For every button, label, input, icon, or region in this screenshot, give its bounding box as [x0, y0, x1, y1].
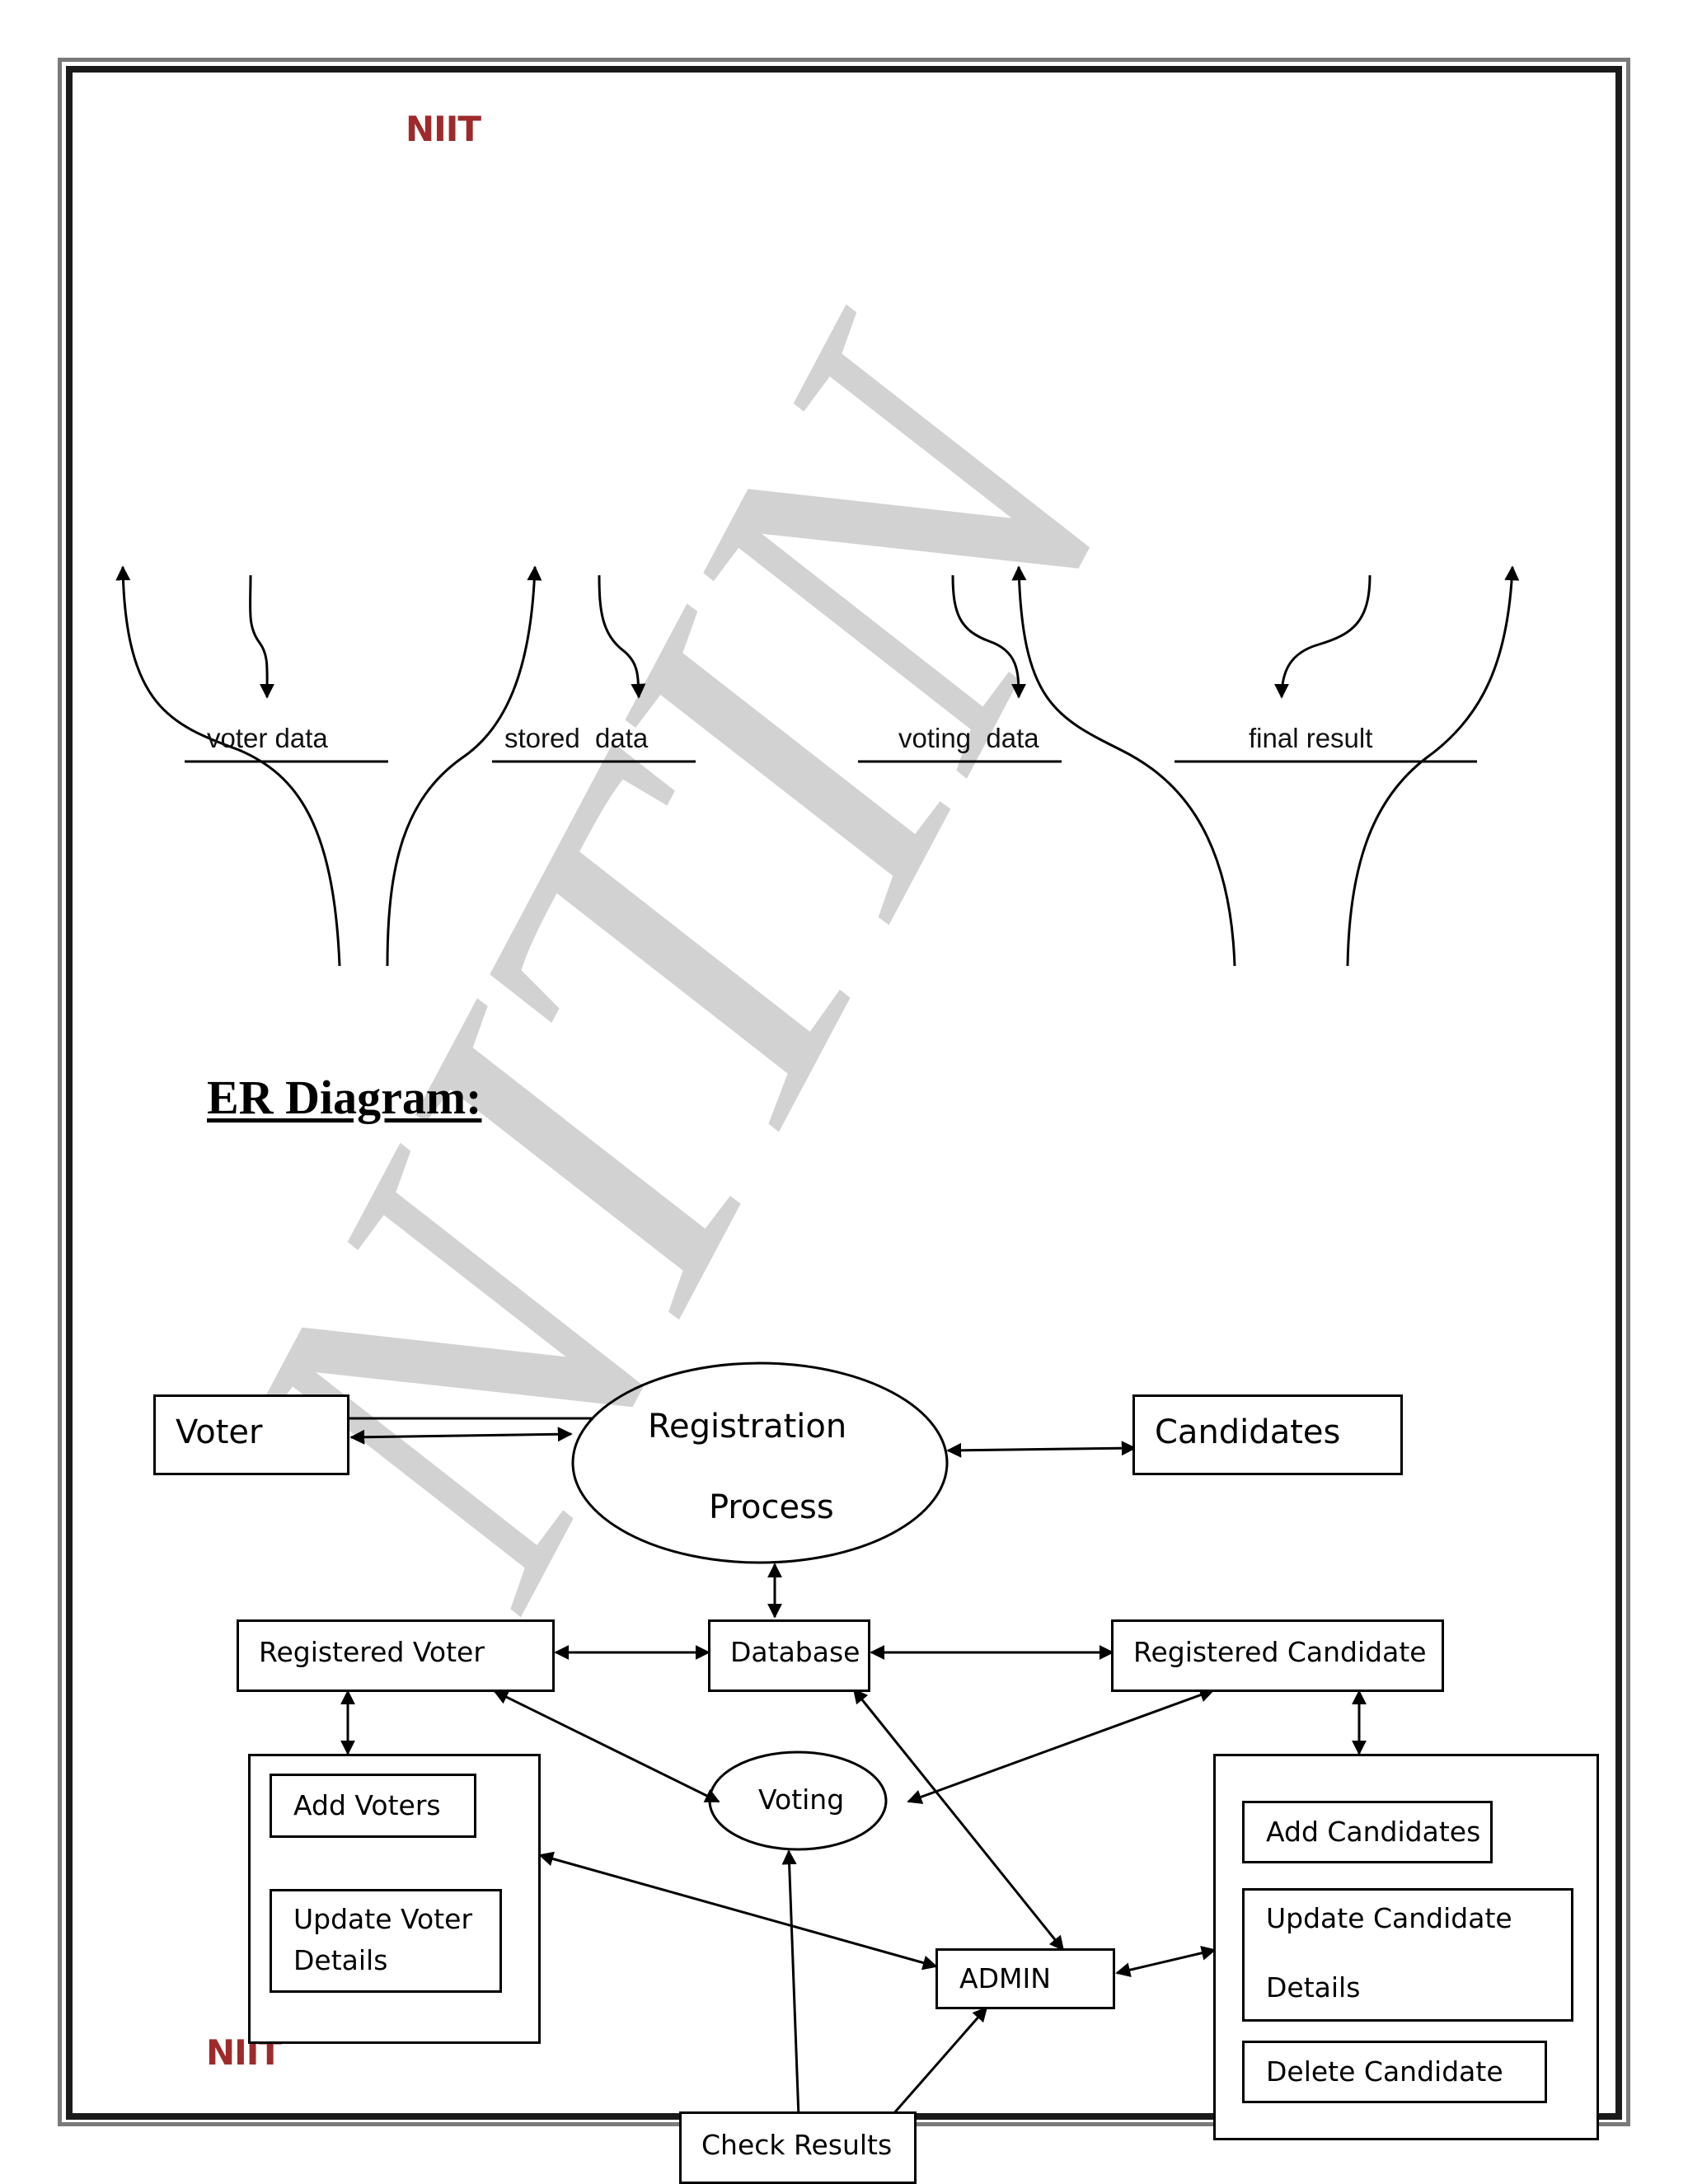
niit-logo-top: NIIT [406, 109, 481, 149]
flow-arrow-in-4 [1274, 574, 1372, 699]
voting-label: Voting [758, 1783, 845, 1816]
check-results-entity: Check Results [679, 2111, 917, 2184]
flow-arrow-in-1 [249, 574, 275, 699]
voting-checkresults-arrow [781, 1849, 807, 2141]
database-admin-arrow [852, 1688, 1065, 1952]
votergroup-admin-arrow [538, 1851, 938, 1971]
registered-voter-entity: Registered Voter [237, 1619, 555, 1692]
add-candidates-label: Add Candidates [1266, 1816, 1481, 1848]
add-voters-box: Add Voters [270, 1774, 476, 1838]
registered-candidate-label: Registered Candidate [1133, 1636, 1427, 1668]
registration-process-ellipse [571, 1361, 949, 1564]
flow-label-voter-data: voter data [207, 723, 328, 753]
voter-entity: Voter [153, 1394, 349, 1475]
delete-candidate-box: Delete Candidate [1242, 2041, 1547, 2103]
database-entity: Database [708, 1619, 870, 1692]
update-voter-label-1: Update Voter [293, 1903, 473, 1935]
process-label: Process [709, 1488, 834, 1526]
flow-label-final-result: final result [1249, 723, 1373, 753]
database-label: Database [730, 1636, 860, 1668]
update-candidate-details-box: Update Candidate Details [1242, 1888, 1573, 2022]
check-results-label: Check Results [701, 2129, 893, 2161]
flow-curve-left-2 [1011, 565, 1236, 967]
voting-ellipse [708, 1750, 888, 1851]
candidates-entity-label: Candidates [1155, 1413, 1341, 1451]
update-candidate-label-1: Update Candidate [1266, 1902, 1512, 1934]
regcandidate-voting-arrow [907, 1688, 1215, 1804]
admin-candgroup-arrow [1115, 1945, 1217, 1978]
admin-entity: ADMIN [935, 1948, 1115, 2009]
flow-curve-right-2 [1346, 565, 1520, 967]
flow-arrow-in-2 [598, 574, 646, 699]
update-voter-details-box: Update Voter Details [270, 1889, 502, 1993]
update-voter-label-2: Details [293, 1944, 388, 1976]
flow-curve-right-1 [386, 565, 542, 967]
candidates-entity: Candidates [1132, 1394, 1403, 1475]
regvoter-voting-arrow [493, 1690, 720, 1803]
flow-label-stored-data: stored data [504, 723, 649, 753]
registration-label: Registration [648, 1408, 847, 1446]
update-candidate-label-2: Details [1266, 1971, 1361, 2004]
registered-voter-label: Registered Voter [259, 1636, 485, 1668]
delete-candidate-label: Delete Candidate [1266, 2055, 1503, 2088]
flow-curve-left-1 [115, 565, 341, 967]
add-candidates-box: Add Candidates [1242, 1801, 1493, 1863]
section-title: ER Diagram: [207, 1071, 482, 1124]
flow-label-voting-data: voting data [898, 723, 1039, 753]
process-candidates-arrow [946, 1441, 1137, 1458]
registered-candidate-entity: Registered Candidate [1111, 1619, 1444, 1692]
admin-label: ADMIN [959, 1962, 1051, 1994]
add-voters-label: Add Voters [293, 1789, 441, 1821]
voter-process-arrow [349, 1427, 573, 1445]
voter-entity-label: Voter [176, 1413, 263, 1451]
flow-arrow-in-3 [951, 574, 1026, 699]
